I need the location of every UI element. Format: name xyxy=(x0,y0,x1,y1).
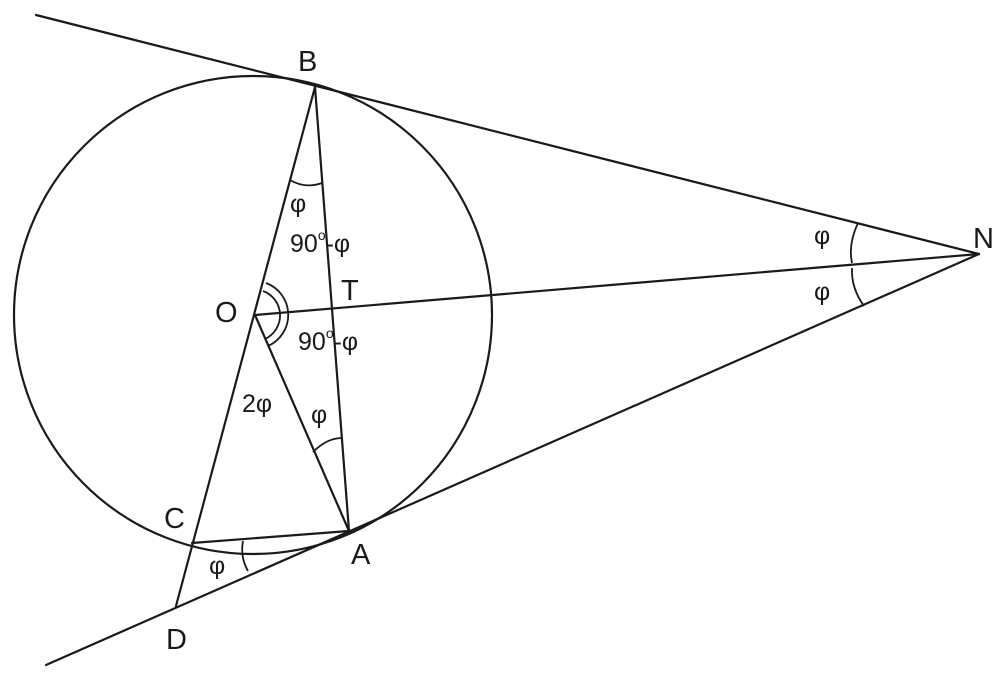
angle-arc-at-N-lower xyxy=(851,267,865,307)
label-A: A xyxy=(351,539,371,571)
degree-symbol: o xyxy=(318,227,326,243)
label-T: T xyxy=(341,275,359,307)
label-B: B xyxy=(298,46,317,78)
angle-arc-at-N-upper xyxy=(849,222,859,264)
angle-arc-at-C xyxy=(241,540,249,572)
angle-label-phi-at-N-upper: φ xyxy=(814,222,830,250)
angle-value: 90 xyxy=(290,230,318,258)
angle-arc-at-B xyxy=(289,179,323,187)
angle-label-90-minus-phi-lower: 90o-φ xyxy=(298,325,358,356)
segment-BA xyxy=(313,85,351,533)
segment-OA xyxy=(253,313,351,533)
angle-label-phi-at-C: φ xyxy=(209,552,225,580)
label-D: D xyxy=(166,624,187,656)
angle-label-phi-at-B: φ xyxy=(290,190,306,218)
segment-CA xyxy=(190,529,351,545)
tangent-line-lower xyxy=(44,252,981,667)
circle xyxy=(12,74,494,556)
angle-label-2phi: 2φ xyxy=(242,390,272,418)
label-C: C xyxy=(164,503,185,535)
segment-BD xyxy=(174,85,317,608)
tangent-line-upper xyxy=(34,13,981,256)
label-O: O xyxy=(215,297,238,329)
angle-arc-at-O-inner xyxy=(262,290,281,340)
angle-arc-at-A xyxy=(312,437,343,453)
angle-label-phi-at-N-lower: φ xyxy=(814,278,830,306)
angle-label-90-minus-phi-upper: 90o-φ xyxy=(290,227,350,258)
degree-symbol: o xyxy=(326,325,334,341)
angle-suffix: -φ xyxy=(326,230,351,258)
angle-suffix: -φ xyxy=(334,328,359,356)
angle-label-phi-at-A: φ xyxy=(311,401,327,429)
angle-arc-at-O-outer xyxy=(265,282,290,347)
segment-ON xyxy=(253,252,981,317)
angle-value: 90 xyxy=(298,328,326,356)
label-N: N xyxy=(973,223,994,255)
